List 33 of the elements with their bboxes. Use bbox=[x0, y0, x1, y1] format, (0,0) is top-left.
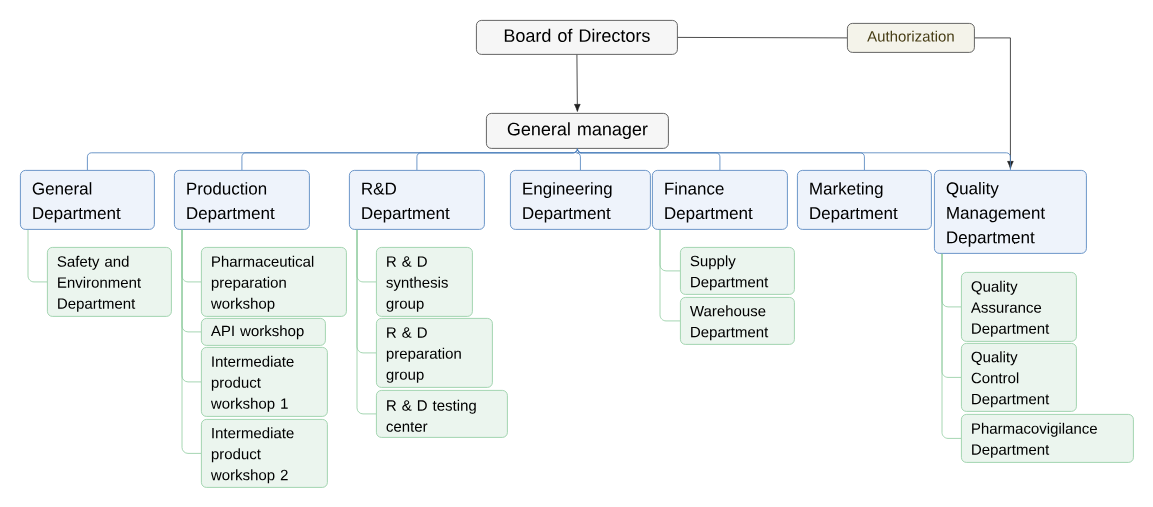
unit-box: Warehouse Department bbox=[680, 297, 795, 345]
department-box: Marketing Department bbox=[797, 170, 932, 230]
department-box: General Department bbox=[20, 170, 155, 230]
connector bbox=[577, 148, 1011, 171]
connector bbox=[181, 229, 202, 454]
connector bbox=[677, 37, 848, 39]
unit-box: R & D preparation group bbox=[376, 318, 493, 388]
connector bbox=[659, 229, 681, 322]
unit-box: Supply Department bbox=[680, 247, 795, 295]
unit-box: R & D synthesis group bbox=[376, 247, 473, 317]
unit-box: Pharmaceutical preparation workshop bbox=[201, 247, 347, 317]
annotation-box: Authorization bbox=[847, 23, 975, 53]
connector bbox=[356, 229, 377, 415]
unit-box: Safety and Environment Department bbox=[47, 247, 172, 317]
connector bbox=[941, 253, 962, 439]
unit-box: API workshop bbox=[201, 318, 326, 346]
department-box: R&D Department bbox=[349, 170, 485, 230]
unit-box: Pharmacovigilance Department bbox=[961, 414, 1134, 463]
org-box: Board of Directors bbox=[476, 20, 678, 55]
unit-box: Quality Control Department bbox=[961, 343, 1077, 412]
connector bbox=[27, 229, 48, 283]
connector bbox=[574, 54, 581, 112]
org-box: General manager bbox=[486, 113, 669, 149]
unit-box: Quality Assurance Department bbox=[961, 272, 1077, 342]
department-box: Finance Department bbox=[652, 170, 788, 230]
department-box: Production Department bbox=[174, 170, 310, 230]
connector bbox=[416, 148, 578, 171]
department-box: Quality Management Department bbox=[934, 170, 1087, 254]
unit-box: Intermediate product workshop 1 bbox=[201, 347, 328, 417]
unit-box: R & D testing center bbox=[376, 390, 508, 438]
department-box: Engineering Department bbox=[510, 170, 651, 230]
unit-box: Intermediate product workshop 2 bbox=[201, 419, 328, 488]
connector bbox=[974, 37, 1014, 169]
